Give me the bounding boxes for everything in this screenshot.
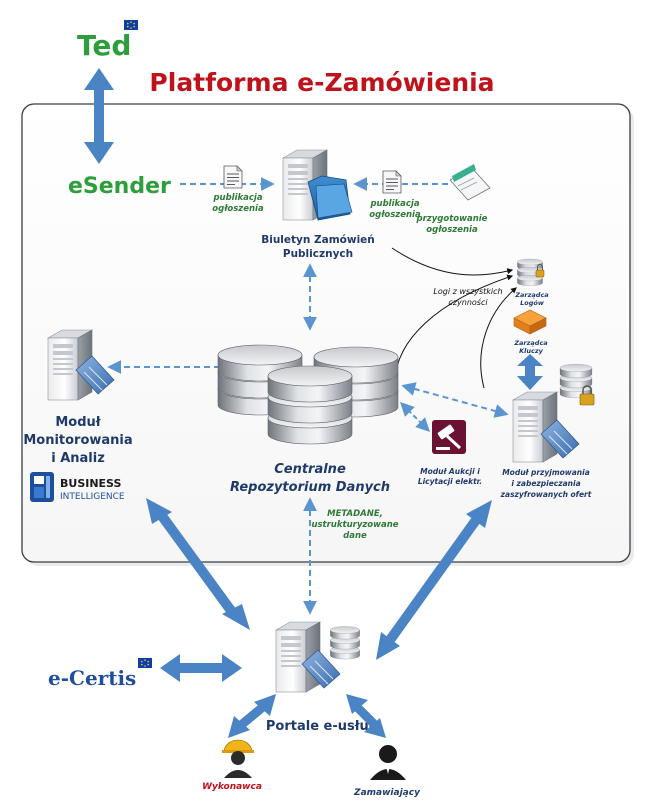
ted-logo: Ted (77, 29, 131, 62)
offers-portal-arrow (376, 500, 492, 660)
central-offers-link (401, 382, 509, 418)
logs-label-line2: czynności (448, 297, 488, 307)
auction-line1: Moduł Aukcji i (420, 467, 480, 476)
central-auction-link (400, 402, 430, 432)
padlock-icon (579, 385, 595, 406)
eu-flag-icon (138, 658, 152, 668)
offers-line1: Moduł przyjmowania (502, 468, 590, 477)
central-line2: Repozytorium Danych (230, 480, 390, 495)
log-manager-line1: Zarządca (514, 291, 548, 299)
document-icon (382, 170, 402, 194)
metadata-line1: METADANE, (327, 509, 383, 519)
central-line1: Centralne (274, 462, 346, 477)
ted-esender-arrow (84, 68, 114, 164)
portal-db-icon (330, 626, 360, 660)
business-intelligence-logo (30, 472, 54, 502)
ecertis-logo: e-Certis (48, 666, 136, 690)
platform-box (21, 103, 631, 563)
contractor-label: Wykonawca (202, 782, 262, 792)
log-manager-icon (517, 258, 545, 286)
key-offers-arrow (517, 354, 543, 390)
monitoring-line3: i Analiz (51, 451, 105, 466)
pub-left-line1: publikacja (212, 193, 262, 203)
eu-flag-icon (124, 20, 138, 30)
key-manager-line2: Kluczy (519, 347, 544, 355)
worker-icon (222, 739, 254, 778)
buyer-label: Zamawiający (353, 788, 421, 798)
bulletin-line2: Publicznych (283, 248, 353, 260)
gavel-icon (432, 420, 466, 454)
metadata-line3: dane (343, 531, 367, 541)
portal-contractor-arrow (228, 694, 276, 738)
pub-right-line1: publikacja (369, 199, 419, 209)
bi-line1: BUSINESS (60, 477, 121, 490)
log-manager-line2: Logów (520, 299, 545, 307)
metadata-line2: ustrukturyzowane (311, 520, 398, 530)
prep-line2: ogłoszenia (426, 225, 478, 235)
bulletin-line1: Biuletyn Zamówień (261, 234, 375, 246)
offers-db-icon (559, 364, 593, 398)
portal-label: Portale e-usług (266, 719, 378, 734)
portal-buyer-arrow (346, 694, 386, 738)
auction-line2: Licytacji elektr. (418, 477, 482, 486)
folder-icon (307, 175, 353, 221)
ecertis-portal-arrow (160, 654, 242, 682)
document-prep-icon (449, 164, 491, 201)
prep-line1: przygotowanie (416, 214, 488, 224)
bulletin-log-arrow (391, 247, 514, 276)
offers-log-arrow (480, 287, 517, 389)
pub-left-line2: ogłoszenia (212, 204, 264, 214)
monitoring-line1: Moduł (55, 415, 101, 430)
bi-line2: INTELLIGENCE (60, 492, 125, 502)
pub-right-line2: ogłoszenia (369, 210, 421, 220)
key-manager-line1: Zarządca (513, 339, 547, 347)
document-icon (223, 165, 243, 189)
monitoring-line2: Monitorowania (23, 433, 132, 448)
offers-line2: i zabezpieczania (511, 479, 580, 488)
logs-label-line1: Logi z wszystkich (433, 287, 502, 296)
offers-line3: zaszyfrowanych ofert (500, 490, 592, 499)
key-icon (513, 309, 547, 335)
monitoring-portal-arrow (146, 498, 250, 630)
platform-title: Platforma e-Zamówienia (149, 68, 494, 97)
esender-label: eSender (68, 174, 171, 199)
user-icon (370, 745, 406, 780)
